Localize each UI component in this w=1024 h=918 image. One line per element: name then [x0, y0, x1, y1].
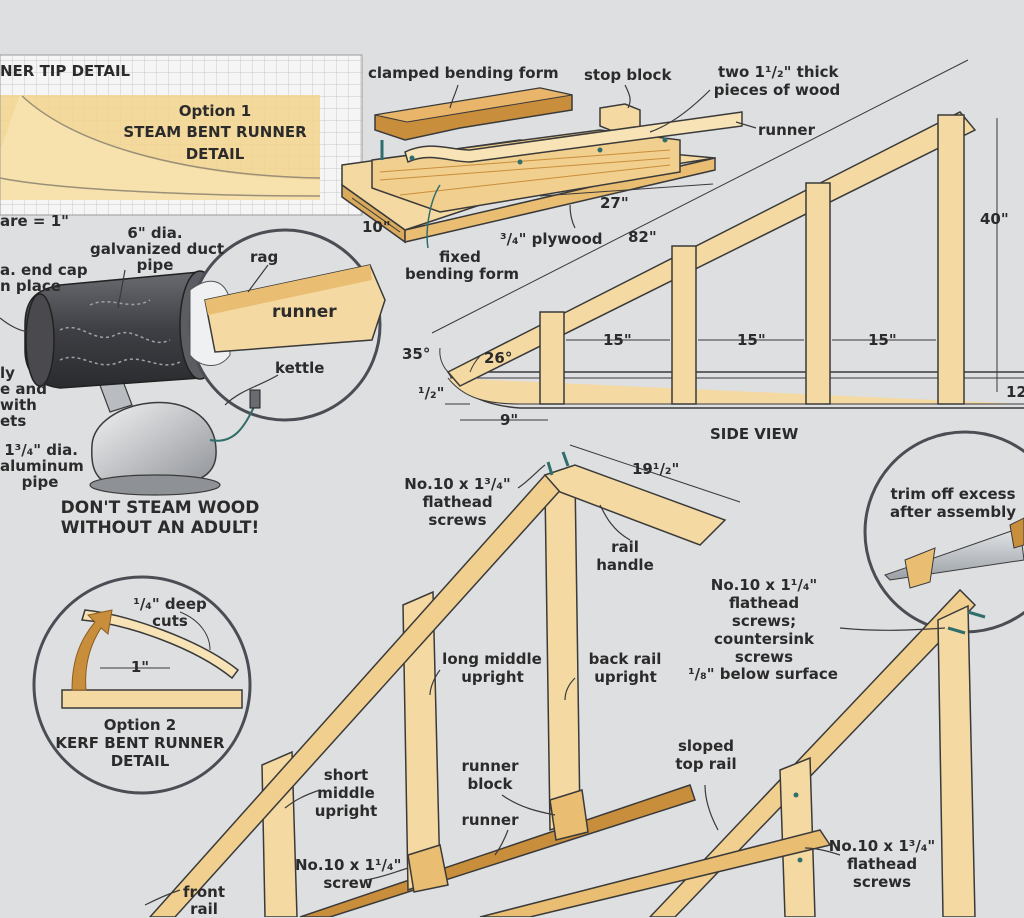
duct-label-2: galvanized duct [90, 240, 225, 258]
bending-form-drawing [341, 84, 757, 249]
warning-line-1: DON'T STEAM WOOD [60, 498, 260, 518]
clamped-bending-form-label: clamped bending form [368, 64, 559, 82]
ly-label-2: e and [0, 380, 47, 398]
option1-sub1: STEAM BENT RUNNER [123, 123, 307, 141]
alu-label-2: aluminum [0, 457, 84, 475]
front-rail-label-2: rail [190, 900, 218, 918]
fixed-form-label-2: bending form [405, 265, 519, 283]
side-view-drawing [431, 59, 1024, 421]
duct-label-3: pipe [136, 256, 174, 274]
form-runner-label: runner [758, 121, 816, 139]
option1-sub2: DETAIL [185, 145, 245, 163]
alu-label-1: 1³/₄" dia. [4, 441, 78, 459]
side-view-title: SIDE VIEW [710, 425, 799, 443]
back-rail-label-1: back rail [588, 650, 662, 668]
trim-label-1: trim off excess [890, 485, 1016, 503]
top-screws-label-3: screws [428, 511, 487, 529]
spacing-dim-1: 15" [603, 331, 632, 349]
warning-line-2: WITHOUT AN ADULT! [60, 518, 260, 538]
bottom-screws-label-1: No.10 x 1³/₄" [828, 837, 936, 855]
counter-label-2: flathead [728, 594, 800, 612]
dim-half: ¹/₂" [418, 384, 445, 402]
screw-label-1: No.10 x 1¹/₄" [295, 856, 402, 874]
stop-block-label: stop block [584, 66, 672, 84]
trim-label-2: after assembly [889, 503, 1017, 521]
counter-label-4: countersink [714, 630, 815, 648]
two-pieces-label-1: two 1¹/₂" thick [718, 63, 839, 81]
dim-9: 9" [500, 411, 519, 429]
ly-label-1: ly [0, 364, 15, 382]
short-middle-label-3: upright [314, 802, 378, 820]
long-middle-label-2: upright [461, 668, 524, 686]
dim-27: 27" [600, 194, 629, 212]
short-middle-label-2: middle [317, 784, 375, 802]
duct-label-1: 6" dia. [127, 224, 183, 242]
option1-title: Option 1 [178, 102, 252, 120]
bottom-screws-label-3: screws [852, 873, 912, 891]
sloped-rail-label-2: top rail [675, 755, 737, 773]
screw-label-2: screw [323, 874, 373, 892]
kettle-label: kettle [275, 359, 325, 377]
dim-12: 12 [1006, 383, 1024, 401]
runner-block-label-1: runner [461, 757, 519, 775]
spacing-dim-2: 15" [737, 331, 766, 349]
angle-26: 26° [484, 349, 513, 367]
ly-label-4: ets [0, 412, 27, 430]
counter-label-3: screws; [731, 612, 797, 630]
tip-detail-heading: NER TIP DETAIL [0, 62, 131, 80]
kerf-title-2: KERF BENT RUNNER [55, 734, 225, 752]
back-rail-label-2: upright [594, 668, 657, 686]
steamer-drawing [0, 228, 386, 496]
assembly-runner-label: runner [461, 811, 519, 829]
counter-label-5: screws [734, 648, 794, 666]
end-cap-label-2: n place [0, 277, 61, 295]
dim-10: 10" [362, 218, 391, 236]
ly-label-3: with [0, 396, 37, 414]
front-rail-label-1: front [182, 883, 226, 901]
alu-label-3: pipe [21, 473, 59, 491]
fixed-form-label-1: fixed [439, 248, 481, 266]
rag-label: rag [250, 248, 279, 266]
top-screws-label-2: flathead [422, 493, 493, 511]
assembly-drawing [144, 444, 986, 917]
dim-82: 82" [628, 228, 657, 246]
kerf-cuts-label-2: cuts [152, 612, 188, 630]
dim-19-half: 19¹/₂" [632, 460, 680, 478]
runner-block-label-2: block [467, 775, 513, 793]
top-screws-label-1: No.10 x 1³/₄" [404, 475, 511, 493]
dim-40: 40" [980, 210, 1009, 228]
long-middle-label-1: long middle [442, 650, 542, 668]
short-middle-label-1: short [323, 766, 369, 784]
angle-35: 35° [402, 345, 431, 363]
counter-label-6: ¹/₈" below surface [688, 665, 838, 683]
rail-handle-label-2: handle [596, 556, 654, 574]
trim-detail-drawing [863, 430, 1024, 634]
kerf-title-1: Option 2 [103, 716, 177, 734]
rail-handle-label-1: rail [611, 538, 639, 556]
grid-scale-note: are = 1" [0, 212, 69, 230]
kerf-spacing-label: 1" [130, 658, 150, 676]
steamer-runner-label: runner [272, 302, 337, 322]
steam-bent-runner-detail [0, 54, 363, 216]
kerf-detail-drawing [32, 575, 252, 795]
plywood-label: ³/₄" plywood [500, 230, 603, 248]
bottom-screws-label-2: flathead [846, 855, 918, 873]
two-pieces-label-2: pieces of wood [713, 81, 841, 99]
kerf-title-3: DETAIL [110, 752, 170, 770]
kerf-cuts-label-1: ¹/₄" deep [133, 595, 207, 613]
spacing-dim-3: 15" [868, 331, 897, 349]
counter-label-1: No.10 x 1¹/₄" [710, 576, 818, 594]
end-cap-label-1: a. end cap [0, 261, 88, 279]
sloped-rail-label-1: sloped [677, 737, 735, 755]
